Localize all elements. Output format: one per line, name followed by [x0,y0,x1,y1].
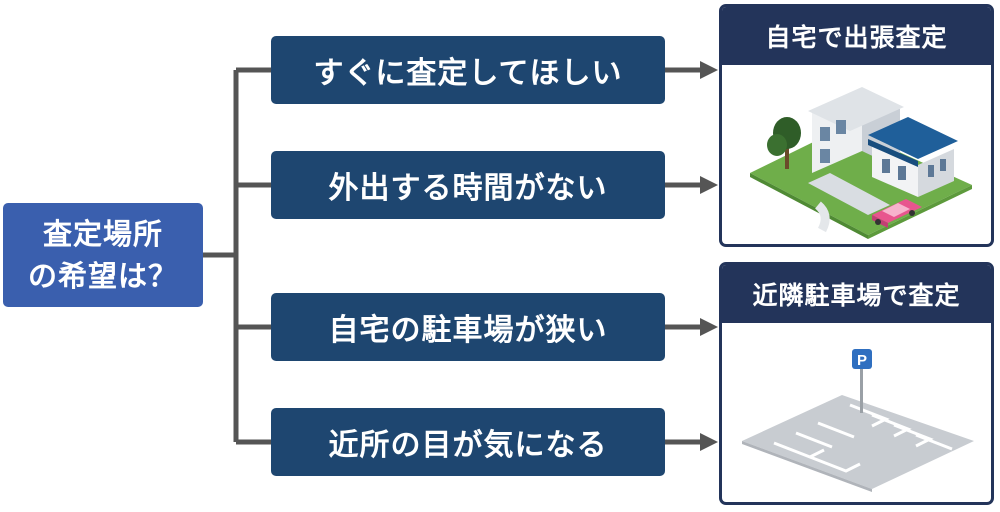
parking-sign-icon [852,349,872,369]
reason-box-4: 近所の目が気になる [271,408,665,476]
arrow-head-icon [700,318,718,336]
parking-sign-letter: P [857,352,867,369]
arrow-head-icon [700,61,718,79]
reason-box-2: 外出する時間がない [271,151,665,219]
option-card-title: 近隣駐車場で査定 [722,265,991,323]
option-card-nearby-parking: 近隣駐車場で査定 P [719,262,994,505]
option-card-title: 自宅で出張査定 [722,7,991,65]
arrow-head-icon [700,176,718,194]
root-question-box: 査定場所 の希望は？ [3,203,203,307]
root-question-line-2: の希望は？ [27,259,178,293]
reason-box-3: 自宅の駐車場が狭い [271,293,665,361]
root-question-line-1: 査定場所 [42,217,163,251]
option-card-home-visit: 自宅で出張査定 [719,4,994,247]
arrow-head-icon [700,433,718,451]
parking-lot-illustration-icon: P [742,349,974,492]
house-illustration-icon [750,87,972,239]
reason-box-1: すぐに査定してほしい [271,36,665,104]
